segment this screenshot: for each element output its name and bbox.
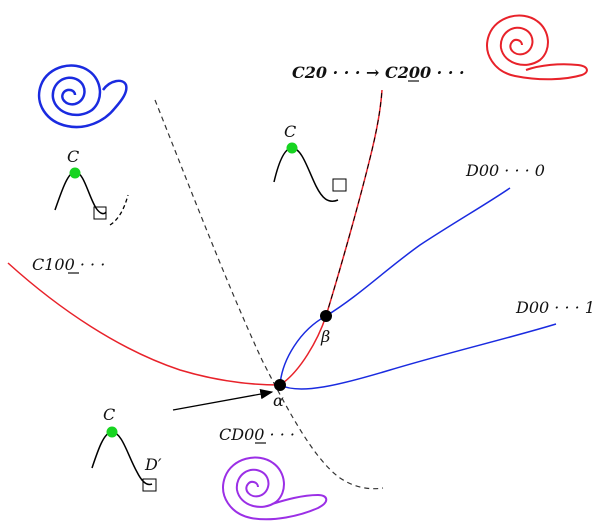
inset-bottom-green-dot (106, 426, 118, 438)
point-beta (320, 310, 332, 322)
label-d000: D00 · · · 0 (465, 161, 545, 180)
label-alpha: α (273, 391, 284, 410)
inset-left (54, 167, 129, 226)
dashed-overlay-curve (325, 89, 383, 317)
inset-mid (273, 142, 347, 202)
inset-left-green-dot (69, 167, 81, 179)
blue-curve-d000 (279, 187, 511, 386)
inset-left-box (93, 206, 107, 220)
label-c-left: C (67, 147, 79, 166)
label-beta: β (320, 327, 330, 346)
inset-bottom-box (142, 478, 157, 492)
blue-spiral-icon (38, 64, 128, 129)
purple-spiral-icon (222, 456, 328, 521)
inset-mid-curve (273, 147, 339, 202)
inset-mid-box (332, 178, 347, 192)
red-curve-c100 (7, 262, 281, 386)
blue-curve-d001 (279, 323, 557, 390)
label-d-prime: D′ (144, 455, 162, 474)
inset-mid-green-dot (286, 142, 298, 154)
label-c-bottom: C (103, 405, 115, 424)
label-c-mid: C (284, 122, 296, 141)
label-c100: C100 · · · (32, 255, 105, 274)
inset-bottom (91, 426, 157, 492)
label-top-transition: C20 · · · → C200 · · · (292, 63, 465, 82)
arrow-to-alpha (172, 388, 274, 411)
label-d001: D00 · · · 1 (515, 298, 595, 317)
inset-left-curve (54, 171, 107, 215)
inset-left-dashed-tail (109, 194, 129, 226)
red-spiral-icon (486, 14, 588, 81)
point-alpha (274, 379, 286, 391)
red-curve-c200 (279, 89, 383, 386)
inset-bottom-curve (91, 431, 153, 486)
label-cd00: CD00 · · · (219, 425, 295, 444)
